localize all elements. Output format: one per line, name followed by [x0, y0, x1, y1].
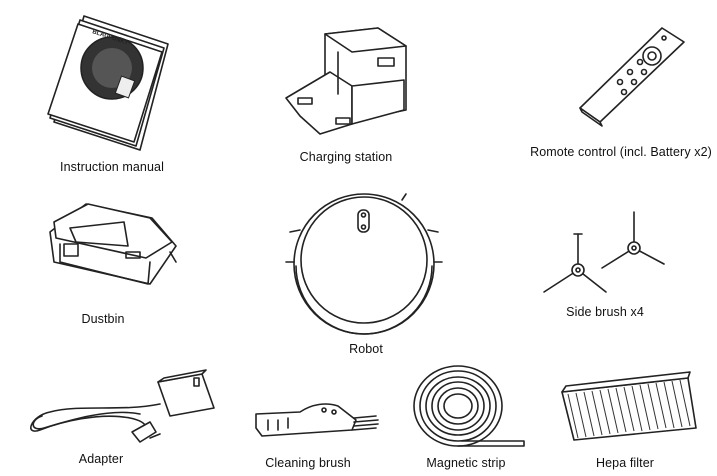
side-brush-label: Side brush x4 — [566, 305, 644, 319]
robot-label: Robot — [349, 342, 383, 356]
instruction-manual-label: Instruction manual — [60, 160, 164, 174]
hepa-filter-label: Hepa filter — [595, 456, 655, 470]
cleaning-brush-label: Cleaning brush — [265, 456, 351, 470]
remote-control-label: Romote control (incl. Battery x2) — [530, 145, 712, 159]
magnetic-strip-label: Magnetic strip — [426, 456, 506, 470]
dustbin-label: Dustbin — [81, 312, 125, 326]
charging-station-label: Charging station — [299, 150, 393, 164]
adapter-label: Adapter — [78, 452, 124, 466]
